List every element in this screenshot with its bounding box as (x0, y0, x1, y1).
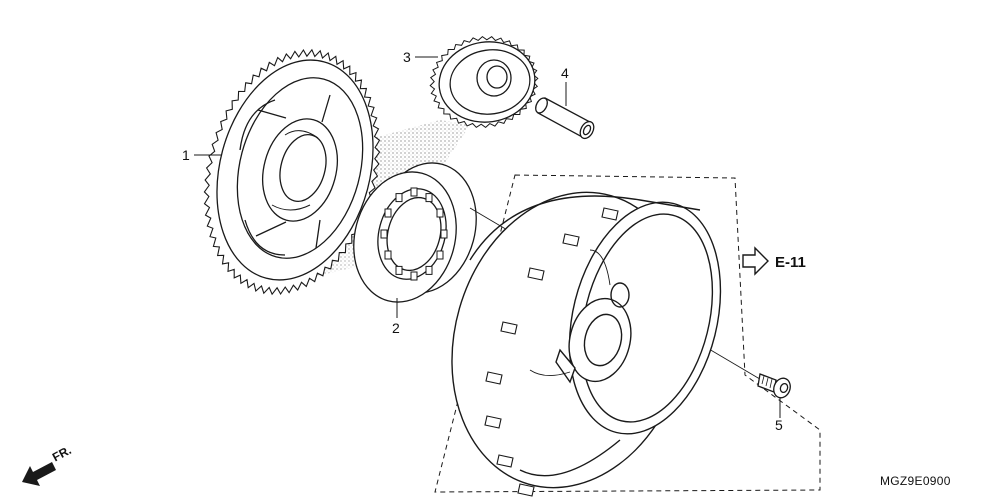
reduction-gear-shaft (535, 97, 595, 140)
trigger-window (484, 415, 502, 429)
trigger-window (601, 207, 619, 221)
callout-part-3: 3 (403, 49, 411, 65)
clutch-roller (425, 265, 433, 275)
callout-part-5: 5 (775, 417, 783, 433)
callout-part-4: 4 (561, 65, 569, 81)
trigger-window (500, 321, 518, 335)
clutch-roller (395, 265, 403, 275)
clutch-roller (384, 250, 392, 260)
reference-label: E-11 (775, 254, 806, 271)
starter-reduction-gear (429, 35, 539, 129)
clutch-roller (384, 208, 392, 218)
flywheel-trigger-windows (484, 207, 619, 497)
clutch-roller (410, 187, 418, 197)
leader-lines (194, 56, 781, 418)
trigger-window (496, 454, 514, 468)
starter-driven-gear (203, 48, 381, 296)
clutch-roller (440, 229, 448, 239)
clutch-roller (425, 193, 433, 203)
starter-one-way-clutch (353, 162, 477, 303)
trigger-window (485, 371, 503, 385)
trigger-window (562, 233, 580, 247)
clutch-rollers (380, 187, 448, 281)
front-direction-arrow-icon (22, 462, 56, 486)
hollow-right-arrow-icon (742, 246, 769, 276)
clutch-roller (436, 250, 444, 260)
flywheel (451, 191, 722, 497)
callout-part-1: 1 (182, 147, 190, 163)
clutch-roller (410, 271, 418, 281)
clutch-roller (395, 193, 403, 203)
clutch-roller (436, 208, 444, 218)
callout-part-2: 2 (392, 320, 400, 336)
diagram-code: MGZ9E0900 (880, 474, 951, 488)
clutch-roller (380, 229, 388, 239)
flywheel-bolt (757, 373, 791, 399)
trigger-window (517, 483, 535, 497)
trigger-window (527, 267, 545, 281)
assembly-boundary (434, 174, 821, 493)
